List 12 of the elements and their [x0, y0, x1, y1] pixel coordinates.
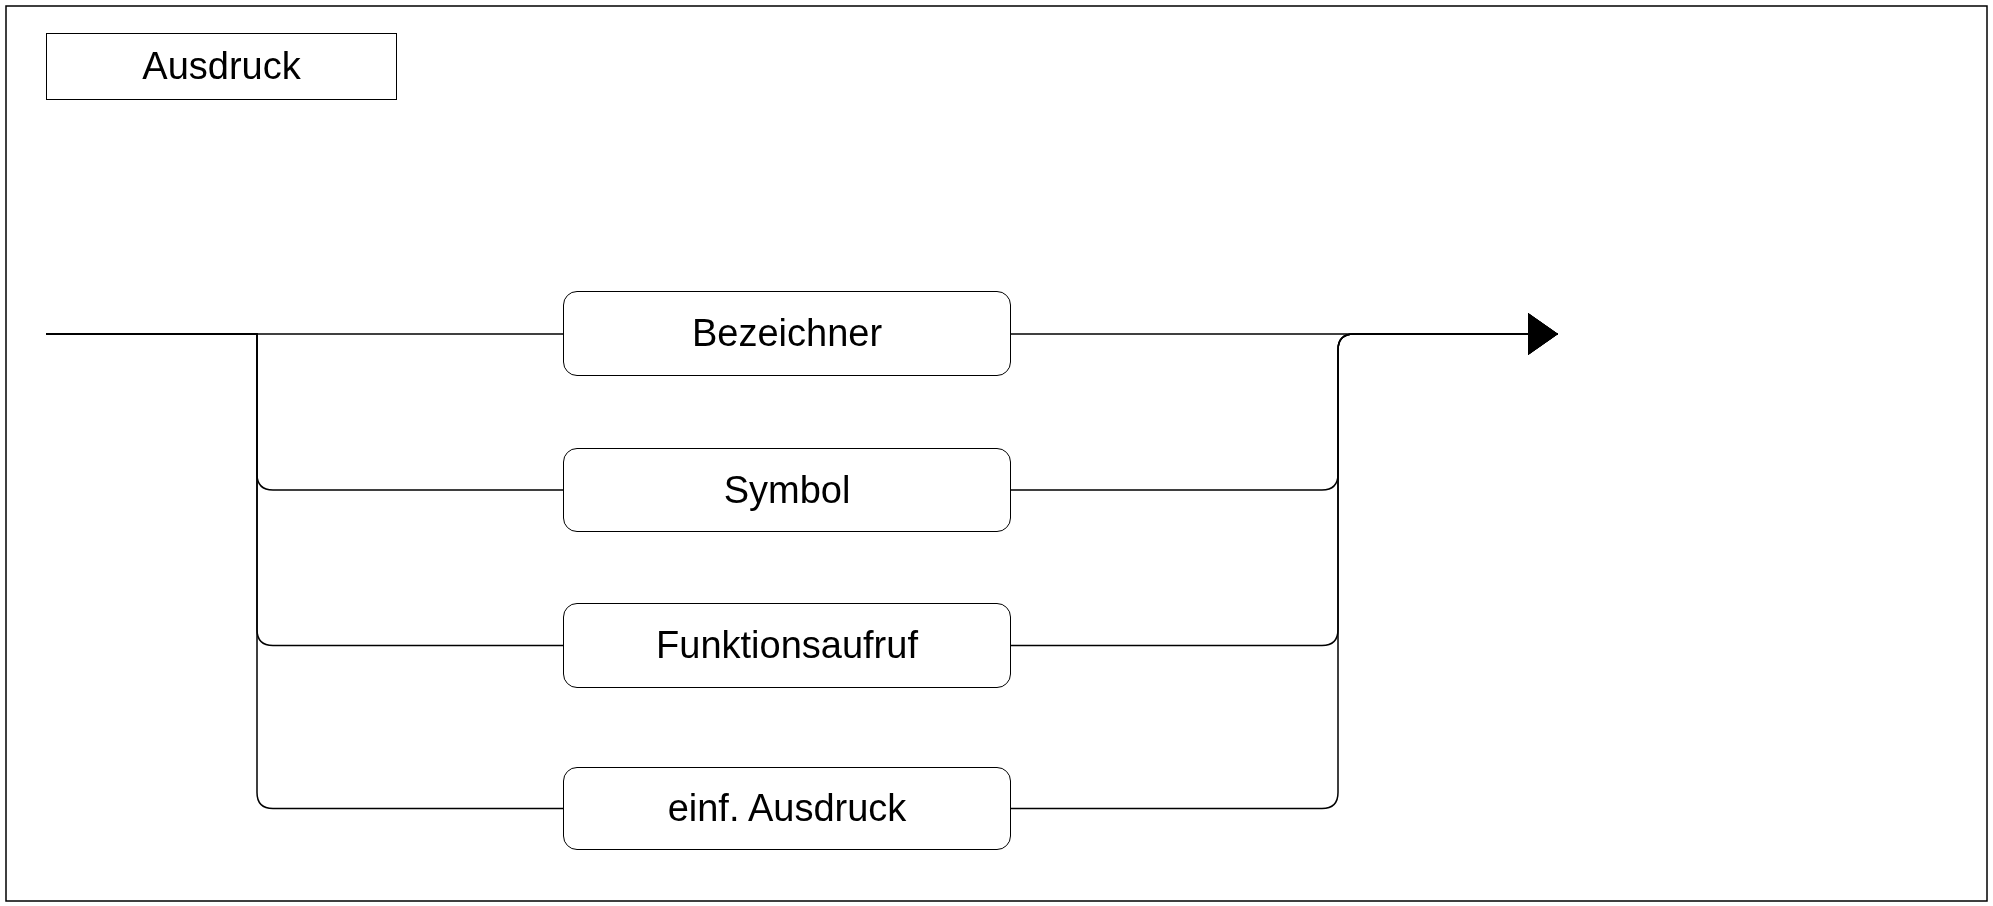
box-label: Bezeichner	[691, 312, 883, 355]
nonterminal-box	[563, 603, 1011, 688]
nonterminal-box	[563, 448, 1011, 532]
title-box	[46, 33, 397, 100]
box-label: Ausdruck	[142, 45, 301, 88]
nonterminal-box	[563, 767, 1011, 850]
box-label: Symbol	[723, 468, 851, 512]
box-label: Funktionsaufruf	[656, 624, 918, 667]
connector-line	[45, 333, 564, 810]
nonterminal-box	[563, 291, 1011, 376]
arrow	[1010, 313, 1559, 810]
box-label: einf. Ausdruck	[667, 787, 907, 830]
